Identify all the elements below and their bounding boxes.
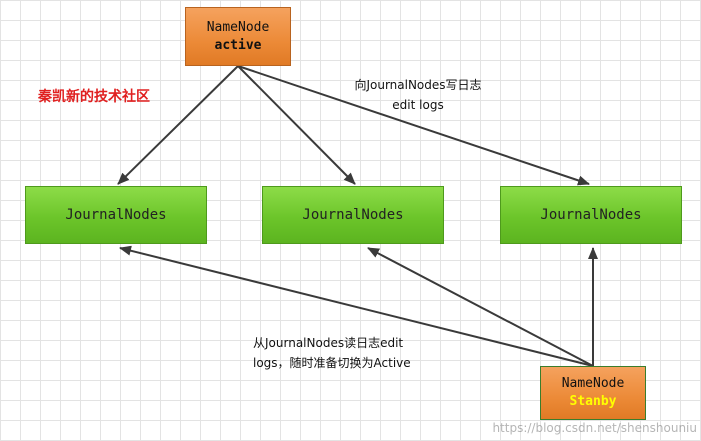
journal-node-2: JournalNodes bbox=[262, 186, 444, 244]
standby-namenode-state: Stanby bbox=[569, 394, 617, 409]
write-caption: 向JournalNodes写日志 edit logs bbox=[343, 75, 493, 115]
journal-node-3-label: JournalNodes bbox=[540, 207, 642, 223]
read-caption: 从JournalNodes读日志edit logs，随时准备切换为Active bbox=[253, 333, 411, 373]
brand-label: 秦凯新的技术社区 bbox=[38, 89, 150, 105]
write-caption-line-1: 向JournalNodes写日志 bbox=[354, 78, 482, 92]
write-arrow-to-journal-2 bbox=[237, 65, 356, 185]
active-namenode-title: NameNode bbox=[206, 19, 270, 35]
write-arrow-to-journal-3 bbox=[237, 65, 590, 186]
write-caption-line-2: edit logs bbox=[392, 98, 444, 112]
active-namenode: NameNode active bbox=[185, 7, 291, 66]
read-caption-line-2: logs，随时准备切换为Active bbox=[253, 356, 411, 370]
active-namenode-state: active bbox=[214, 37, 262, 53]
read-arrow-from-journal-2 bbox=[367, 247, 594, 367]
read-caption-line-1: 从JournalNodes读日志edit bbox=[253, 336, 404, 350]
standby-namenode-title: NameNode bbox=[561, 376, 625, 392]
standby-namenode: NameNode Stanby bbox=[540, 366, 646, 420]
watermark: https://blog.csdn.net/shenshouniu bbox=[492, 421, 697, 435]
journal-node-1-label: JournalNodes bbox=[65, 207, 167, 223]
journal-node-2-label: JournalNodes bbox=[302, 207, 404, 223]
write-arrow-to-journal-1 bbox=[117, 65, 239, 185]
read-arrow-from-journal-1 bbox=[119, 245, 594, 367]
journal-node-3: JournalNodes bbox=[500, 186, 682, 244]
journal-node-1: JournalNodes bbox=[25, 186, 207, 244]
